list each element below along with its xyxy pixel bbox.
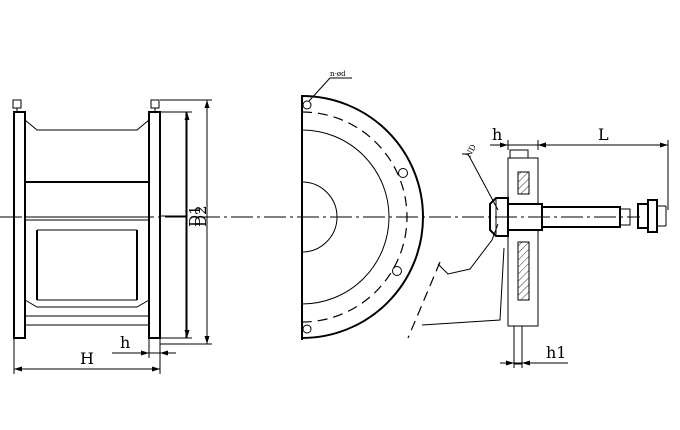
length-label: L xyxy=(598,125,609,144)
flange-front-view xyxy=(301,77,424,340)
spool-side-view xyxy=(12,99,187,339)
nd-note: ND xyxy=(464,143,478,159)
height-label: H xyxy=(80,349,94,368)
height-dimensions xyxy=(13,338,176,374)
flange-thickness-label: h xyxy=(120,333,130,352)
d2-label: D2 xyxy=(192,205,210,227)
clamp-detail-view xyxy=(407,149,667,365)
h1-label: h1 xyxy=(546,343,566,362)
diameter-dimensions xyxy=(160,99,212,345)
clamp-dimensions xyxy=(490,140,669,368)
clamp-h-label: h xyxy=(492,125,502,144)
d1-label: D1 xyxy=(186,205,204,227)
bolt-hole-note: n-ød xyxy=(330,70,346,78)
